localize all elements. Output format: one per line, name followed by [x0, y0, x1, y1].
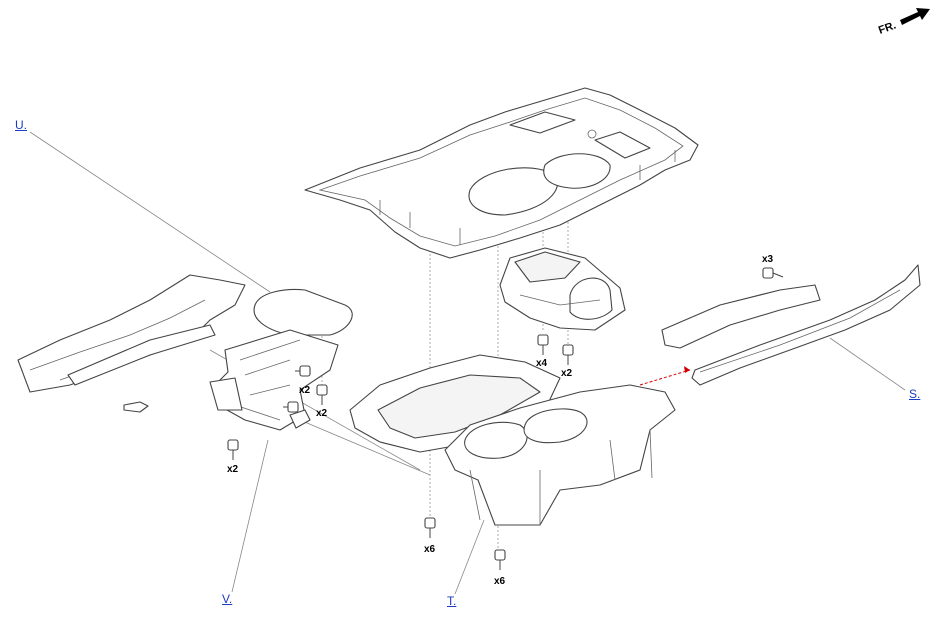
callout-link-t[interactable]: T.	[447, 594, 457, 608]
callout-link-s[interactable]: S.	[909, 387, 921, 401]
left-side-trim	[17, 274, 246, 413]
upper-console-panel	[304, 87, 699, 259]
armrest-pad	[253, 288, 353, 336]
screw-icon	[316, 384, 328, 405]
screw-icon	[537, 334, 549, 355]
cupholder-housing	[444, 384, 676, 526]
leader-u	[29, 131, 271, 293]
alignment-arrowhead-icon	[684, 366, 690, 373]
front-arrow-icon	[900, 8, 930, 25]
shift-lever-assembly	[499, 247, 626, 331]
qty-shifter-front: x4	[536, 358, 548, 369]
qty-panel-screw-a: x2	[299, 385, 311, 396]
screw-icon	[227, 439, 239, 460]
qty-center-bottom: x6	[424, 544, 436, 555]
callout-link-v[interactable]: V.	[222, 592, 233, 606]
console-tray	[349, 354, 561, 453]
screw-icon	[283, 401, 299, 413]
callout-link-u[interactable]: U.	[15, 118, 27, 132]
leader-v	[231, 439, 269, 593]
screw-icon	[494, 549, 506, 570]
screw-icon	[762, 267, 784, 279]
screw-icon	[295, 365, 311, 377]
qty-side-trim: x3	[762, 254, 774, 265]
front-label: FR.	[877, 19, 898, 36]
lower-bracket	[209, 329, 339, 431]
screw-icon	[424, 517, 436, 538]
qty-panel-screw-b: x2	[316, 408, 328, 419]
qty-shifter-rear: x2	[561, 368, 573, 379]
qty-cupholder-bottom: x6	[494, 576, 506, 587]
screw-set	[227, 267, 784, 570]
qty-bracket-bottom: x2	[227, 464, 239, 475]
right-side-trim	[661, 264, 921, 386]
screw-icon	[562, 344, 574, 365]
alignment-arrow	[639, 369, 691, 386]
front-direction-indicator: FR.	[877, 8, 930, 37]
leader-t	[454, 519, 485, 595]
guide-line-bracket	[299, 419, 431, 476]
leader-s	[829, 337, 906, 391]
